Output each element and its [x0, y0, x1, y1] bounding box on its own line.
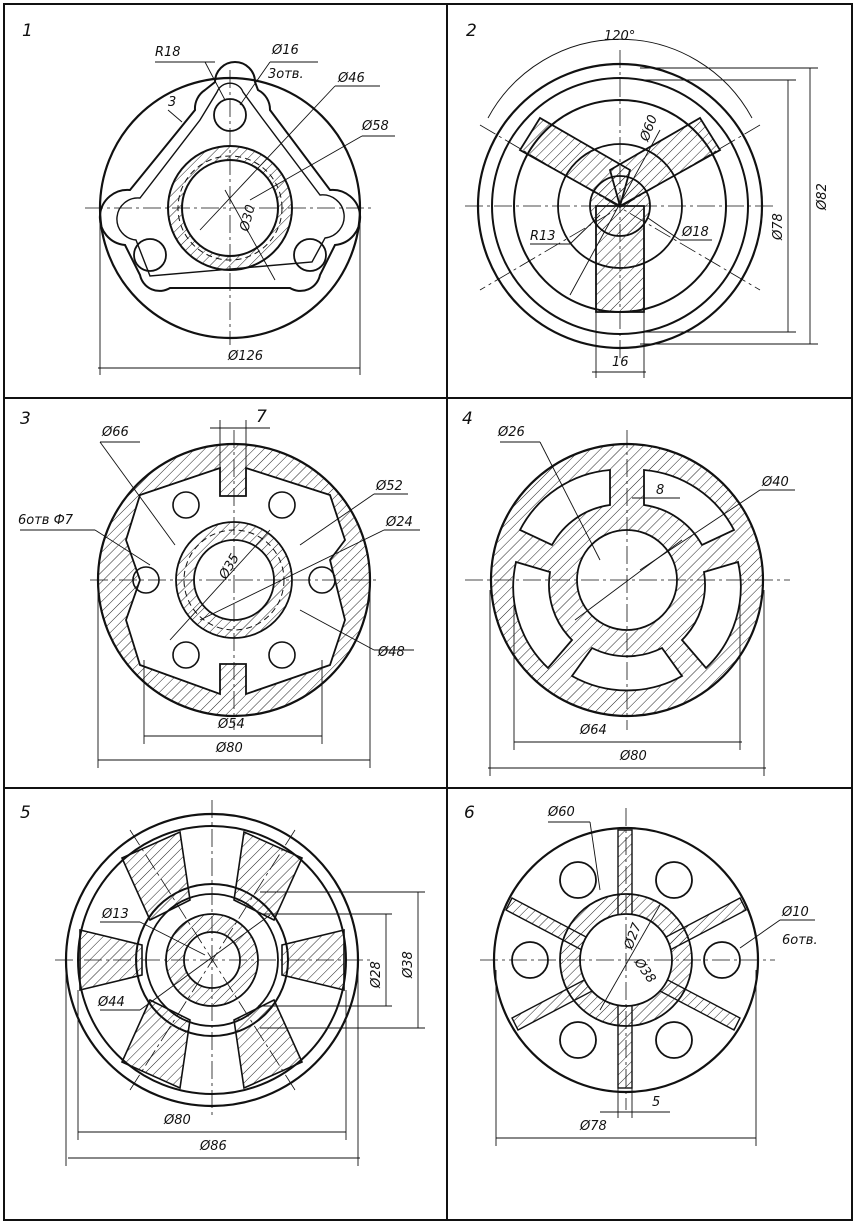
panel-4-dimensions [488, 441, 795, 776]
panel-6-label-holes: 6отв. [782, 933, 818, 948]
panel-1-label-d16: Ø16 [271, 43, 299, 58]
panel-4-label-d26: Ø26 [497, 425, 525, 440]
panel-2-labels: 120° Ø60 R13 Ø18 Ø82 Ø78 16 [530, 29, 830, 370]
panel-1-label-d58: Ø58 [361, 119, 389, 134]
panel-3-dimensions [20, 420, 420, 768]
panel-6-centerlines [480, 808, 775, 1110]
panel-6-dimensions [495, 821, 815, 1146]
panel-1-labels: R18 Ø16 3отв. Ø46 Ø58 3 Ø30 Ø126 [155, 43, 389, 364]
panel-4-centerlines [465, 430, 790, 730]
panel-1-label-3: 3 [168, 95, 176, 110]
panel-5-label-d86: Ø86 [199, 1139, 227, 1154]
panel-6-number: 6 [464, 803, 475, 823]
panel-1-label-d46: Ø46 [337, 71, 365, 86]
panel-1-label-d126: Ø126 [227, 349, 263, 364]
panel-6-label-5: 5 [652, 1095, 660, 1110]
panel-1-label-holes: 3отв. [268, 67, 304, 82]
panel-3: 3 7 [18, 407, 420, 768]
panel-3-label-7: 7 [256, 407, 267, 427]
panel-2-label-d18: Ø18 [681, 225, 709, 240]
panel-6: 6 Ø60 Ø10 6отв [464, 803, 818, 1146]
panel-5-number: 5 [20, 803, 31, 823]
panel-4-label-d80: Ø80 [619, 749, 647, 764]
panel-5-label-d13: Ø13 [101, 907, 129, 922]
panel-2-label-d82: Ø82 [815, 183, 830, 211]
sheet-frame [3, 3, 853, 1221]
panel-1-label-d30: Ø30 [237, 203, 259, 234]
panel-6-label-d78: Ø78 [579, 1119, 607, 1134]
panel-2-label-d78: Ø78 [771, 213, 786, 241]
panel-5-label-d28: Ø28 [369, 961, 384, 989]
panel-3-label-d48: Ø48 [377, 645, 405, 660]
panel-2: 2 120° Ø60 R13 [465, 21, 830, 378]
panel-5-labels: Ø13 Ø44 Ø28 Ø38 Ø80 Ø86 [97, 907, 416, 1154]
panel-6-label-d10: Ø10 [781, 905, 809, 920]
panel-3-label-d66: Ø66 [101, 425, 129, 440]
panel-5-label-d38: Ø38 [401, 951, 416, 979]
panel-1-centerlines [85, 70, 375, 345]
panel-2-label-16: 16 [612, 355, 629, 370]
panel-2-dimensions [487, 38, 818, 378]
panel-3-centerlines [90, 430, 380, 730]
panel-3-label-d80: Ø80 [215, 741, 243, 756]
panel-5: 5 Ø13 [20, 800, 425, 1166]
panel-4-number: 4 [462, 409, 473, 429]
panel-1: 1 R18 Ø16 3отв. [22, 21, 395, 375]
panel-2-label-d60: Ø60 [637, 113, 661, 144]
panel-3-label-d54: Ø54 [217, 717, 245, 732]
panel-1-dimensions [98, 61, 395, 375]
panel-3-label-holes: 6отв Ф7 [18, 513, 74, 528]
panel-1-number: 1 [22, 21, 33, 41]
panel-5-label-d80: Ø80 [163, 1113, 191, 1128]
panel-2-centerlines [465, 50, 775, 360]
panel-4-label-d40: Ø40 [761, 475, 789, 490]
panel-2-number: 2 [466, 21, 477, 41]
panel-2-label-120deg: 120° [604, 29, 635, 44]
panel-3-part [96, 442, 372, 718]
panel-4-label-8: 8 [656, 483, 664, 498]
panel-5-dimensions [65, 891, 425, 1166]
panel-3-number: 3 [20, 409, 31, 429]
panel-4-labels: Ø26 8 Ø40 Ø64 Ø80 [497, 425, 789, 764]
panel-2-label-r13: R13 [530, 229, 556, 244]
panel-1-label-r18: R18 [155, 45, 181, 60]
panel-4-label-d64: Ø64 [579, 723, 607, 738]
panel-4: 4 Ø26 8 Ø40 Ø64 Ø80 [462, 409, 795, 776]
panel-3-label-d52: Ø52 [375, 479, 403, 494]
panel-5-label-d44: Ø44 [97, 995, 125, 1010]
panel-3-label-d24: Ø24 [385, 515, 413, 530]
panel-6-label-d60: Ø60 [547, 805, 575, 820]
